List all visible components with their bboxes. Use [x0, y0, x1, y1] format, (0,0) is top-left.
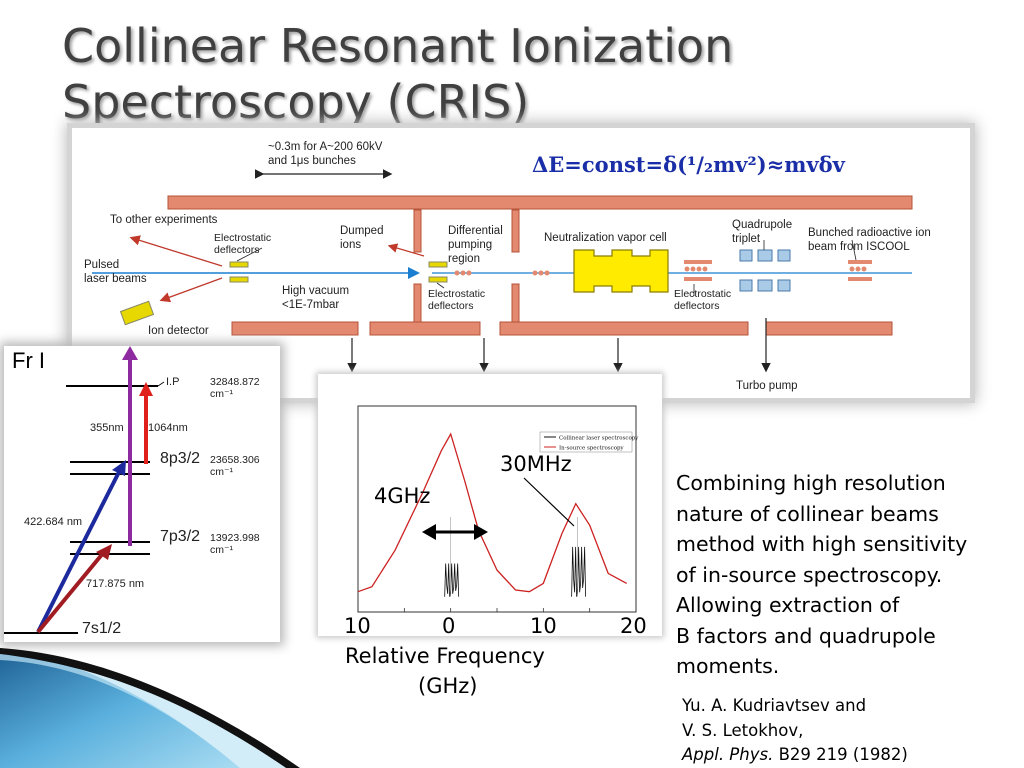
energy-formula: ΔE=const=δ(¹/₂mv²)≈mvδv: [532, 152, 845, 177]
label-quadrupole-triplet: Quadrupole triplet: [732, 219, 793, 245]
reference-journal-line: Appl. Phys. B29 219 (1982): [682, 743, 908, 768]
label-turbo-pump: Turbo pump: [736, 380, 798, 392]
collinear-peak: [444, 563, 460, 597]
label-electrostatic-deflectors-3: Electrostatic deflectors: [674, 288, 732, 312]
label-differential-pumping: Differential pumping region: [448, 225, 503, 265]
series-in-source-line: [357, 432, 628, 593]
label-bunched-beam: Bunched radioactive ion beam from ISCOOL: [808, 227, 931, 253]
description-line: of in-source spectroscopy.: [676, 562, 943, 587]
description-text: Combining high resolution nature of coll…: [676, 468, 1024, 682]
decorative-swoosh: [0, 648, 300, 768]
top-wall: [167, 195, 913, 210]
bottom-wall-1: [231, 321, 359, 336]
description-line: Combining high resolution: [676, 471, 946, 495]
description-line: nature of collinear beams: [676, 501, 939, 526]
label-422nm: 422.684 nm: [24, 516, 83, 528]
level-7p: 7p3/2: [160, 528, 201, 545]
label-717nm: 717.875 nm: [86, 578, 145, 590]
annotation-30mhz: 30MHz: [500, 452, 572, 476]
annotation-4ghz: 4GHz: [374, 484, 431, 508]
annotation-30mhz-leader: [523, 477, 575, 527]
bunch-label: ~0.3m for A~200 60kV and 1μs bunches: [268, 141, 383, 167]
description-line: moments.: [676, 654, 780, 678]
label-electrostatic-deflectors-1: Electrostatic deflectors: [214, 232, 272, 256]
label-dumped-ions: Dumped ions: [340, 225, 384, 251]
x-tick-4: 20: [620, 614, 647, 638]
description-line: B factors and quadrupole: [676, 623, 936, 648]
reference-citation: Yu. A. Kudriavtsev and V. S. Letokhov, A…: [682, 694, 908, 768]
reference-pages: 219 (1982): [810, 745, 908, 764]
reference-journal: Appl. Phys.: [682, 745, 774, 764]
x-tick-1: 10: [344, 614, 371, 638]
ip-label: I.P: [166, 376, 180, 388]
label-electrostatic-deflectors-2: Electrostatic deflectors: [428, 288, 486, 312]
series-collinear-peaks: [444, 517, 587, 597]
bottom-wall-2: [369, 321, 481, 336]
level-scheme-panel: Fr I I.P 32848.872 cm⁻¹ 355nm 1064nm 8p3…: [4, 346, 280, 642]
label-high-vacuum: High vacuum <1E-7mbar: [282, 285, 350, 311]
reference-authors-2: V. S. Letokhov,: [682, 720, 804, 740]
level-8p-value: 23658.306 cm⁻¹: [210, 454, 260, 478]
label-pulsed-laser-beams: Pulsed laser beams: [84, 259, 147, 285]
vapor-cell: [573, 249, 669, 293]
reference-authors-1: Yu. A. Kudriavtsev and: [682, 696, 867, 715]
x-tick-2: 0: [442, 614, 456, 638]
label-355nm: 355nm: [90, 422, 124, 434]
level-7p-value: 13923.998 cm⁻¹: [210, 532, 260, 556]
label-1064nm: 1064nm: [148, 422, 188, 434]
bottom-wall-4: [765, 321, 893, 336]
level-scheme: [4, 346, 165, 634]
legend-insource: In-source spectroscopy: [559, 446, 625, 452]
ip-value: 32848.872 cm⁻¹: [210, 376, 260, 400]
legend-box: [539, 431, 633, 453]
collinear-peak: [571, 546, 587, 597]
label-ion-detector: Ion detector: [148, 325, 209, 337]
page-title: Collinear Resonant Ionization Spectrosco…: [62, 18, 733, 130]
title-line-2: Spectroscopy (CRIS): [62, 75, 530, 129]
x-axis-label-2: (GHz): [418, 674, 478, 698]
description-line: method with high sensitivity: [676, 532, 968, 556]
spectrum-plot-panel: Collinear laser spectroscopy In-source s…: [318, 374, 662, 636]
level-8p: 8p3/2: [160, 450, 201, 467]
label-to-other-experiments: To other experiments: [110, 214, 218, 226]
label-neutralization-cell: Neutralization vapor cell: [544, 232, 667, 244]
x-axis-label-1: Relative Frequency: [345, 644, 545, 668]
reference-volume: B29: [778, 745, 811, 764]
legend-collinear: Collinear laser spectroscopy: [559, 436, 639, 442]
description-line: Allowing extraction of: [676, 593, 900, 617]
x-tick-3: 10: [530, 614, 557, 638]
bottom-wall-3: [499, 321, 749, 336]
level-7s: 7s1/2: [82, 620, 122, 637]
spectrum-chart: Collinear laser spectroscopy In-source s…: [357, 405, 639, 613]
atom-label: Fr I: [12, 348, 45, 373]
setup-schematic: [92, 169, 913, 373]
title-line-1: Collinear Resonant Ionization: [62, 19, 734, 73]
